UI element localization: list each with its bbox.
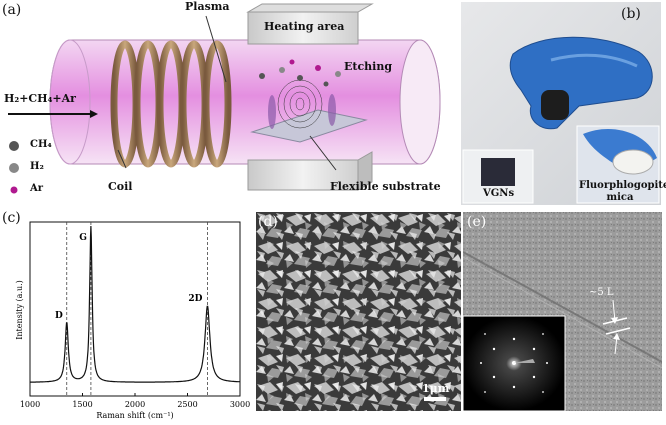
peak-label-d: D [55,311,63,321]
legend-h2-marker [9,163,19,173]
layer-count-label: ~5 L [589,287,614,298]
panel-a-schematic: (a) Plasma Heating area Etching H₂+CH₄+A… [0,0,455,205]
x-tick-label: 3000 [230,400,250,409]
x-tick-label: 1000 [20,400,40,409]
peak-label-g: G [79,233,87,243]
panel-label: (c) [2,210,21,226]
panel-e-tem-image: (e) ~5 L [462,212,663,412]
peak-label-2d: 2D [188,294,202,304]
y-axis-label: Intensity (a.u.) [15,280,24,340]
scale-bar-label: 1μm [422,382,450,395]
scale-bar [424,397,446,401]
sem-image [256,212,461,411]
panel-label: (b) [621,6,641,22]
raman-series-line [30,225,241,383]
mica-label: Fluorphlogopite mica [579,180,666,203]
sample-photo [461,2,661,205]
panel-label: (e) [467,214,487,230]
panel-label: (d) [258,214,278,230]
panel-c-raman-chart: 1000 1500 2000 2500 3000 D G 2D Raman shift (cm… [0,210,250,421]
legend-ar-label: Ar [30,183,44,194]
panel-label: (a) [2,2,22,18]
flexible-substrate-label: Flexible substrate [330,180,441,193]
legend-h2-label: H₂ [30,161,44,172]
x-tick-label: 2000 [125,400,145,409]
raman-spectrum-chart: 1000 1500 2000 2500 3000 D G 2D Raman shift (cm… [15,221,250,420]
vgns-label: VGNs [483,188,515,199]
coil-label: Coil [108,180,133,193]
heating-area-label: Heating area [264,20,345,33]
x-tick-label: 2500 [177,400,197,409]
cvd-schematic-figure [8,3,441,194]
x-axis-label: Raman shift (cm⁻¹) [96,411,173,420]
x-tick-label: 1500 [72,400,92,409]
gas-input-label: H₂+CH₄+Ar [4,92,76,105]
legend-ch4-label: CH₄ [30,139,52,150]
etching-label: Etching [344,60,393,73]
panel-b-photo: (b) VGNs Fluorphlogopite mica [461,2,666,205]
plasma-label: Plasma [185,0,230,13]
panel-d-sem-image: (d) 1μm [256,212,461,411]
legend-ch4-marker [9,141,19,151]
legend-ar-marker [10,186,18,194]
tem-image [462,212,663,412]
